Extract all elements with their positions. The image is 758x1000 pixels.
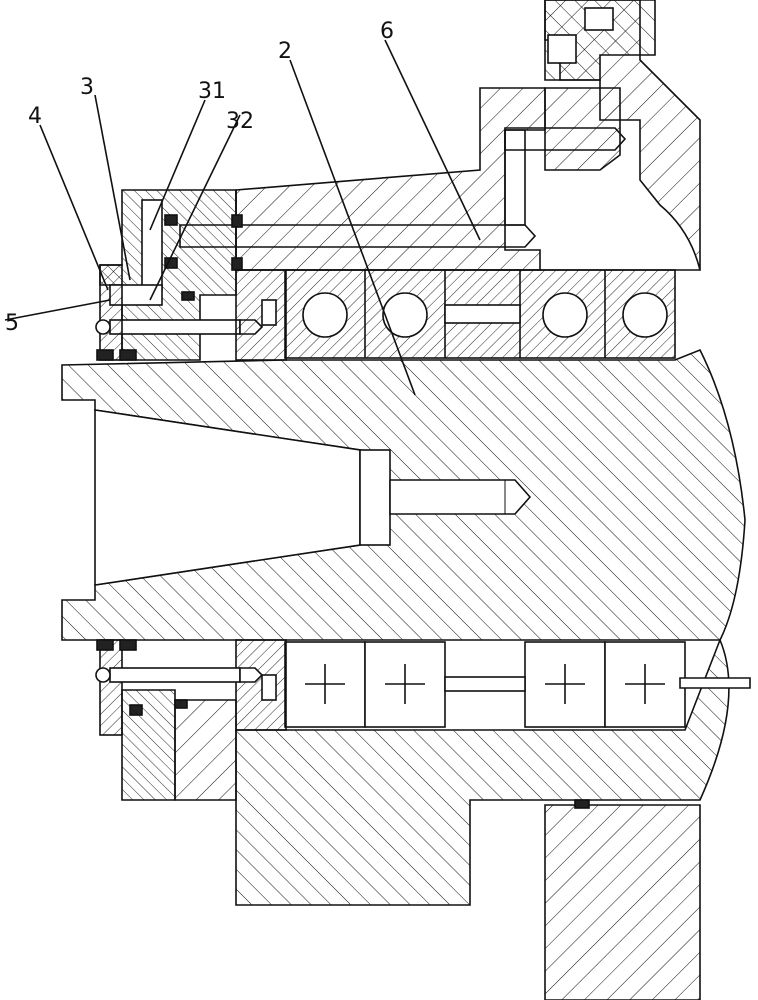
label-6: 6 [380,19,394,44]
label-2: 2 [278,39,292,64]
bearing-set-lower [285,642,685,727]
bearing-set-upper [285,270,675,358]
label-5: 5 [5,311,19,336]
label-4: 4 [28,104,42,129]
spindle-shaft [62,350,745,640]
label-3: 3 [80,75,94,100]
label-32: 32 [226,109,254,134]
label-31: 31 [198,79,226,104]
